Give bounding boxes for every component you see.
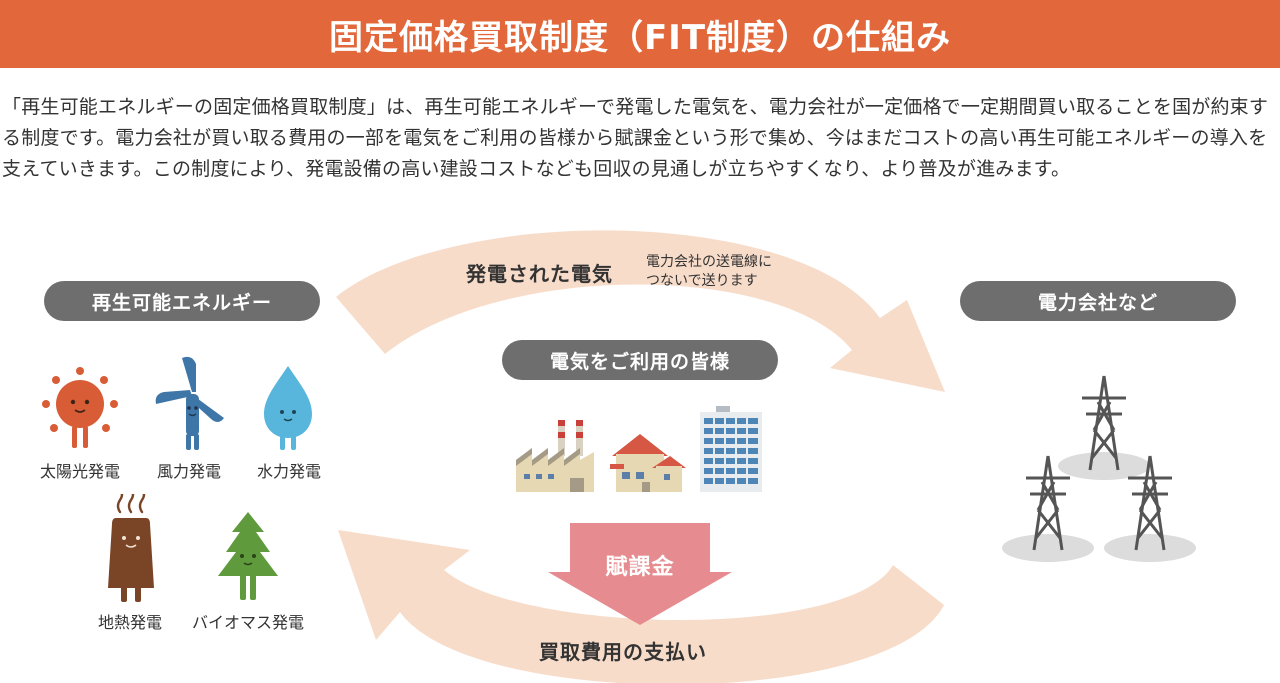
- solar-sun-icon: [42, 367, 118, 448]
- payment-flow-arrow: [338, 530, 944, 683]
- levy-label: 賦課金: [605, 555, 675, 580]
- customer-buildings: [516, 406, 762, 492]
- factory-icon: [516, 420, 594, 492]
- biomass-caption: バイオマス発電: [191, 613, 304, 632]
- tower-icon-left: [1026, 455, 1070, 551]
- levy-arrow: [548, 523, 732, 625]
- tower-icon-back: [1082, 375, 1126, 471]
- intro-paragraph: 「再生可能エネルギーの固定価格買取制度」は、再生可能エネルギーで発電した電気を、…: [2, 96, 1269, 180]
- tower-icon-right: [1128, 455, 1172, 551]
- wind-caption: 風力発電: [156, 462, 221, 481]
- page-title: 固定価格買取制度（FIT制度）の仕組み: [0, 0, 1280, 68]
- electricity-note-line2: つないで送ります: [646, 273, 758, 289]
- hydro-water-drop-icon: [264, 366, 312, 450]
- biomass-tree-icon: [218, 512, 278, 600]
- office-building-icon: [700, 406, 762, 492]
- customers-node: 電気をご利用の皆様: [502, 340, 778, 380]
- payment-flow-label: 買取費用の支払い: [539, 640, 707, 664]
- geothermal-steam-icon: [108, 494, 154, 602]
- geothermal-caption: 地熱発電: [97, 613, 162, 632]
- electricity-flow-note: 電力会社の送電線に つないで送ります: [646, 253, 772, 291]
- renewable-energy-node: 再生可能エネルギー: [44, 281, 320, 321]
- house-icon: [610, 434, 686, 492]
- electricity-note-line1: 電力会社の送電線に: [646, 254, 772, 270]
- utility-node: 電力会社など: [960, 281, 1236, 321]
- solar-caption: 太陽光発電: [39, 462, 120, 481]
- power-towers: [1002, 375, 1196, 562]
- electricity-flow-label: 発電された電気: [466, 262, 613, 286]
- wind-turbine-icon: [155, 356, 224, 450]
- hydro-caption: 水力発電: [256, 462, 321, 481]
- electricity-flow-arrow: [336, 230, 945, 392]
